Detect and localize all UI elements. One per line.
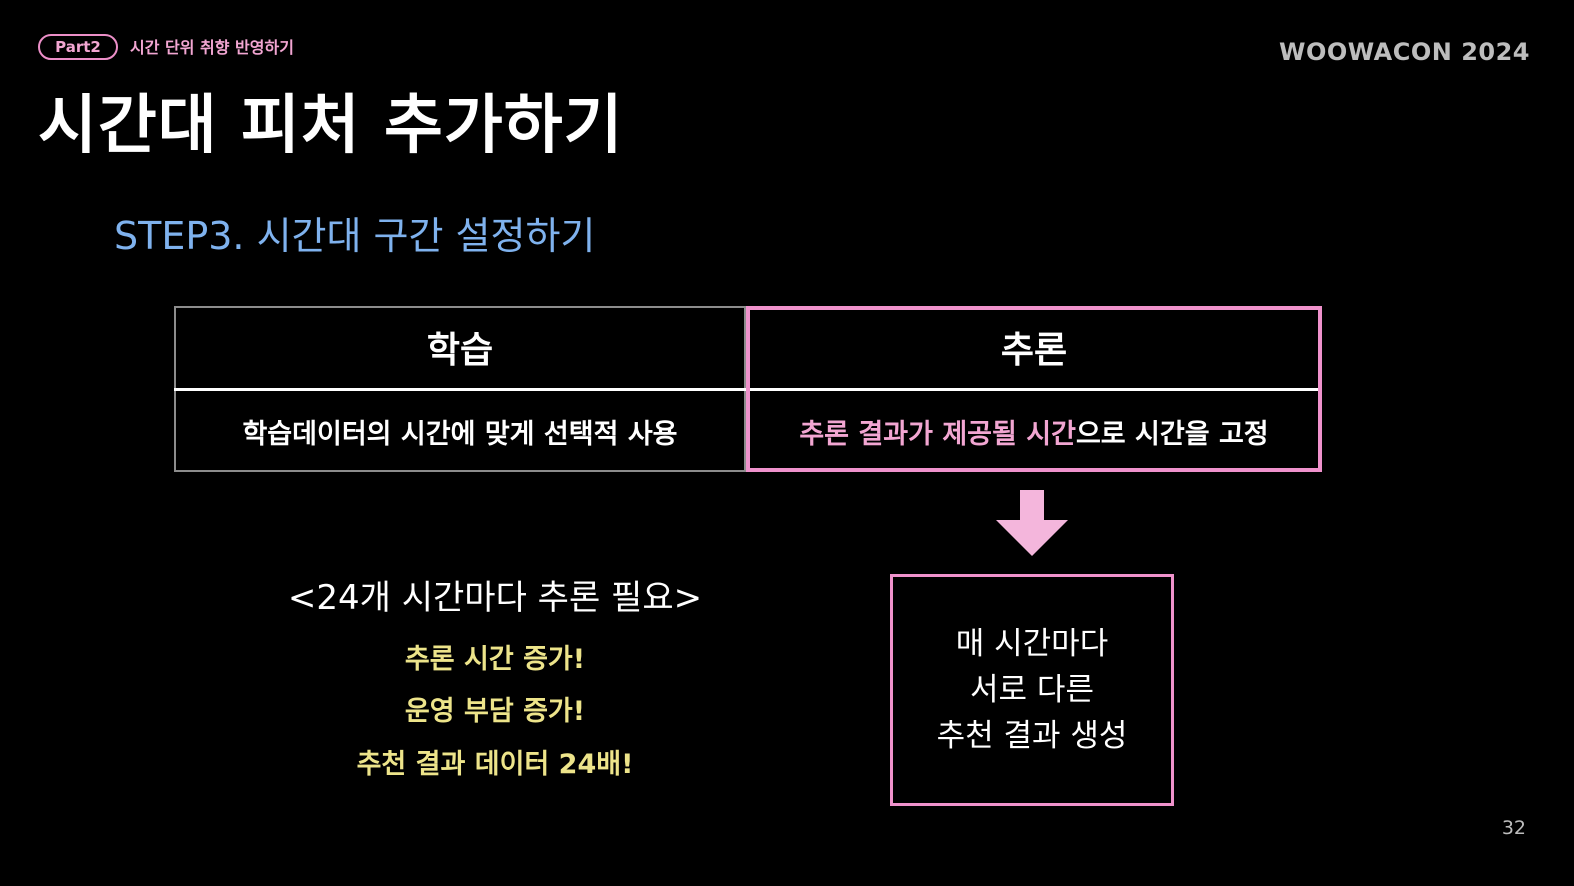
note-item: 운영 부담 증가!: [404, 696, 586, 727]
slide-title: 시간대 피처 추가하기: [38, 89, 624, 163]
train-infer-table: 학습 추론 학습데이터의 시간에 맞게 선택적 사용 추론 결과가 제공될 시간…: [174, 306, 1322, 472]
infer-column-highlight: [746, 306, 1322, 472]
table-header-train: 학습: [426, 330, 494, 371]
arrow-down-icon: [996, 490, 1068, 556]
brand-logo-text: WOOWACON 2024: [1279, 38, 1530, 66]
page-number: 32: [1501, 817, 1526, 839]
result-line: 매 시간마다: [955, 626, 1109, 662]
part-badge-label: Part2: [55, 38, 101, 56]
table-header-infer: 추론: [1000, 330, 1068, 371]
part-badge: Part2: [38, 34, 118, 60]
part-title: 시간 단위 취향 반영하기: [130, 38, 294, 57]
notes-title: <24개 시간마다 추론 필요>: [287, 578, 703, 618]
infer-text-rest: 으로 시간을 고정: [1075, 419, 1269, 450]
table-cell-train: 학습데이터의 시간에 맞게 선택적 사용: [242, 419, 678, 450]
result-line: 서로 다른: [970, 672, 1094, 708]
step-heading: STEP3. 시간대 구간 설정하기: [114, 214, 596, 258]
result-box: 매 시간마다 서로 다른 추천 결과 생성: [890, 574, 1174, 806]
note-item: 추천 결과 데이터 24배!: [356, 749, 634, 780]
note-item: 추론 시간 증가!: [404, 644, 586, 675]
result-line: 추천 결과 생성: [936, 718, 1128, 754]
infer-text-highlight: 추론 결과가 제공될 시간: [799, 419, 1076, 450]
